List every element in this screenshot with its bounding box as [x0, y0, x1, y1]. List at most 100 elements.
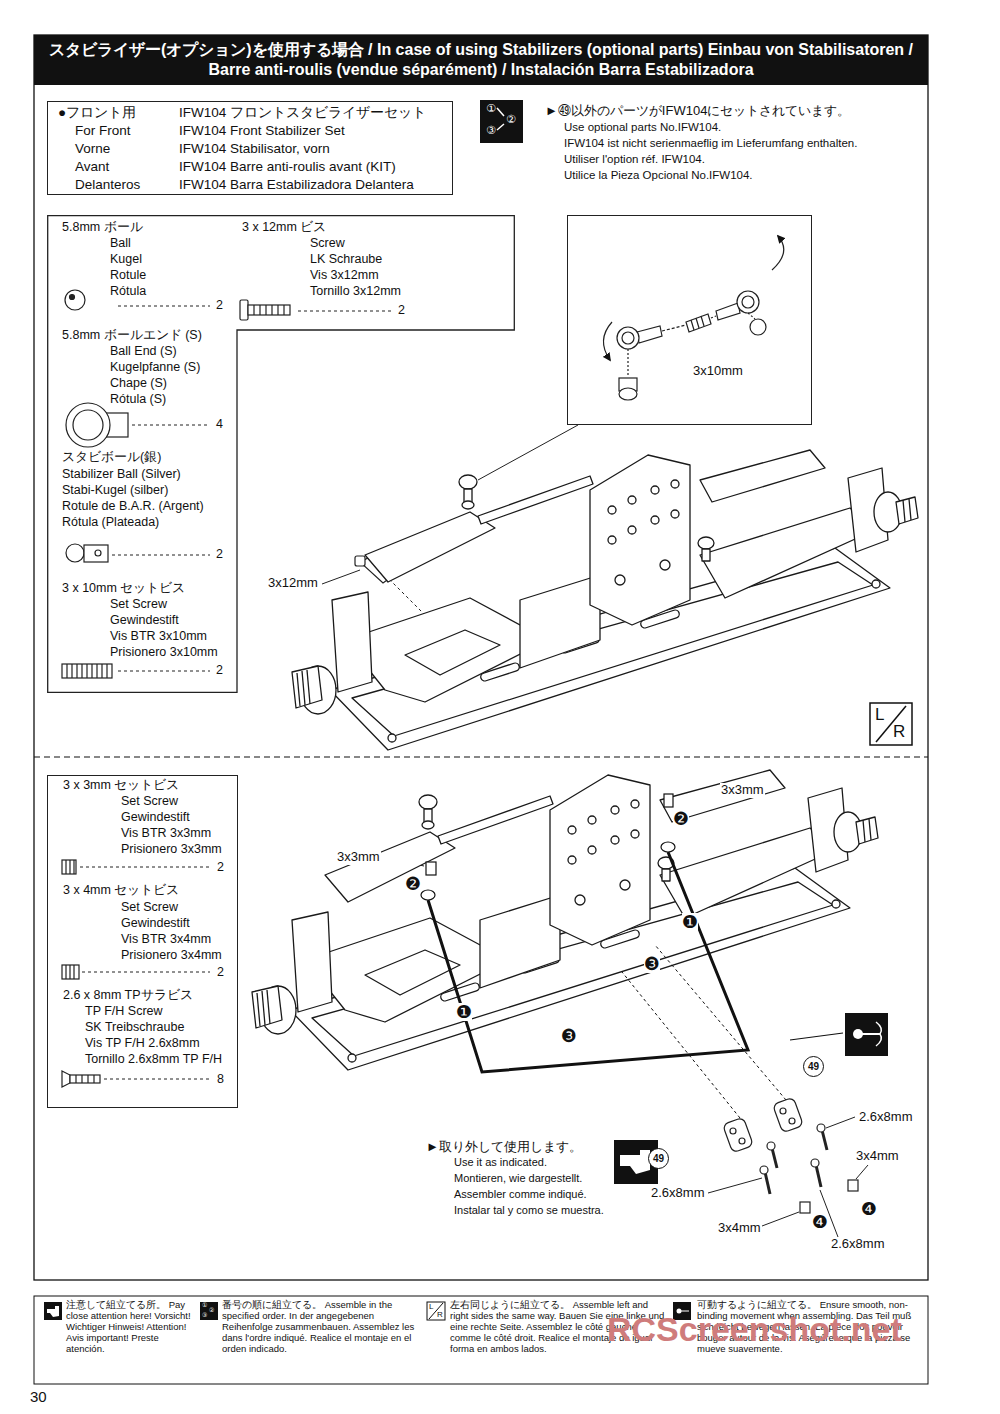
inset-drawing [701, 316, 704, 326]
callout-text: ►取り外して使用します。 [425, 1140, 583, 1155]
parts-list-box: 5.8mm ボールBallKugelRotuleRótula23 x 12mm … [47, 215, 515, 693]
icon-text: ③ [486, 124, 496, 137]
icon-text: ② [209, 1307, 214, 1314]
inset-drawing [637, 326, 662, 343]
parts-pictures [66, 403, 110, 447]
legend-icons [427, 1302, 445, 1320]
stabilizer-bar [622, 972, 740, 1118]
inset-drawing [742, 296, 754, 308]
parts-pictures [259, 305, 260, 315]
part-text: Chape (S) [110, 376, 167, 391]
stabilizer-bar [655, 945, 786, 1100]
page-frame [34, 35, 928, 1384]
parts-pictures [76, 664, 77, 678]
inset-drawing [662, 325, 686, 331]
holders-and-screws [765, 1172, 770, 1194]
parts-pictures [277, 305, 278, 315]
part-text: Vorne [75, 141, 110, 157]
part-text: 4 [216, 417, 223, 432]
lr-icon [870, 703, 912, 745]
part-text: Kugel [110, 252, 142, 267]
parts-pictures [95, 550, 101, 556]
part-text: 5.8mm ボール [62, 220, 143, 235]
legend-text: 番号の順に組立てる。 Assemble in the specified ord… [222, 1300, 418, 1355]
part-text: IFW104 Front Stabilizer Set [179, 123, 345, 139]
holders-and-screws [708, 1097, 868, 1237]
part-text: Screw [310, 236, 345, 251]
stabilizer-bar [664, 794, 673, 807]
callout-text: Instalar tal y como se muestra. [453, 1204, 605, 1217]
chassis-lower [252, 770, 878, 1070]
callout-number: ❹ [861, 1200, 877, 1218]
part-text: IFW104 Barra Estabilizadora Delantera [179, 177, 414, 193]
holders-and-screws [826, 1117, 855, 1128]
part-text: Stabi-Kugel (silber) [62, 483, 168, 498]
leader-lines [478, 425, 578, 480]
holders-and-screws [817, 1124, 825, 1132]
parts-pictures [65, 290, 85, 310]
inset-drawing [627, 349, 628, 377]
part-text: Set Screw [110, 597, 167, 612]
order-icon [497, 108, 504, 130]
holders-and-screws [780, 1108, 786, 1114]
stabilizer-bar [428, 852, 748, 1072]
part-text: Gewindestift [121, 916, 190, 931]
parts-pictures [253, 305, 254, 315]
part-text: Vis BTR 3x4mm [121, 932, 211, 947]
part-text: Set Screw [121, 900, 178, 915]
stabilizer-bar [426, 862, 436, 875]
callout-text: ►㊾以外のパーツがIFW104にセットされています。 [544, 104, 851, 119]
part-text: 2 [216, 547, 223, 562]
part-text: 2 [217, 860, 224, 875]
quantity-leaders [112, 555, 210, 556]
part-text: Ball [110, 236, 131, 251]
part-text: Delanteros [75, 177, 140, 193]
parts-pictures [62, 290, 290, 1087]
inset-drawing [750, 319, 766, 335]
inset-drawing [711, 316, 716, 318]
inset-drawing [691, 320, 694, 330]
parts-pictures [265, 305, 266, 315]
label-text: L [429, 1302, 433, 1311]
quantity-leaders [132, 425, 210, 426]
quantity-leaders [80, 867, 210, 868]
parts-pictures [73, 965, 74, 979]
chassis-upper [292, 450, 918, 750]
icon-text: ① [486, 102, 496, 115]
holders-and-screws [708, 1178, 762, 1193]
parts-pictures [65, 860, 66, 874]
holders-and-screws [816, 1165, 821, 1187]
legend-icons [47, 1306, 59, 1317]
parts-pictures [73, 860, 74, 874]
part-text: For Front [75, 123, 131, 139]
part-text: 2 [216, 663, 223, 678]
stabilizer-bar [421, 890, 435, 900]
detail-inset: 3x10mm [567, 215, 812, 425]
holders-and-screws [730, 1128, 736, 1134]
parts-pictures [93, 1075, 94, 1083]
holders-and-screws [772, 1148, 777, 1168]
callout-number: ❶ [456, 1003, 472, 1021]
quantity-leaders [118, 306, 210, 307]
parts-pictures [70, 295, 75, 300]
leader-lines [322, 570, 360, 584]
screw-3x12 [355, 556, 365, 566]
part-text: Tornillo 2.6x8mm TP F/H [85, 1052, 222, 1067]
part-text: IFW104 Barre anti-roulis avant (KIT) [179, 159, 396, 175]
parts-pictures [81, 1075, 82, 1083]
part-number: 49 [648, 1148, 669, 1169]
label-text: L [875, 705, 884, 725]
inset-drawing [737, 291, 759, 313]
holders-and-screws [762, 1212, 799, 1226]
part-text: 2 [398, 303, 405, 318]
part-text: Prisionero 3x10mm [110, 645, 218, 660]
callout-number: ❶ [682, 913, 698, 931]
parts-pictures [62, 664, 112, 678]
icon-text: ① [202, 1302, 207, 1309]
parts-pictures [65, 965, 66, 979]
holders-and-screws [760, 1166, 768, 1174]
part-text: Prisionero 3x4mm [121, 948, 222, 963]
callout-number: ❸ [561, 1027, 577, 1045]
